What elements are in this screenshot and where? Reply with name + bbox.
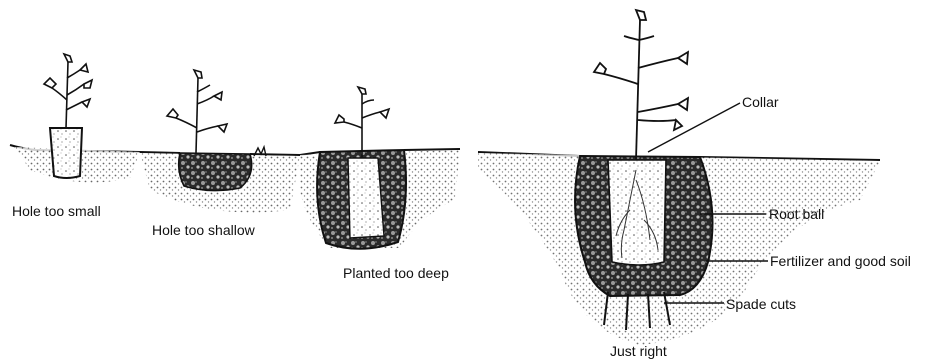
callout-collar: Collar xyxy=(742,94,779,110)
callout-fertilizer: Fertilizer and good soil xyxy=(770,253,911,269)
root-ball xyxy=(50,128,82,178)
caption-hole-too-shallow: Hole too shallow xyxy=(152,222,255,238)
callout-spade-cuts: Spade cuts xyxy=(726,296,796,312)
seedling xyxy=(167,70,227,153)
seedling xyxy=(44,54,92,128)
collar-leader xyxy=(648,103,740,152)
root-ball xyxy=(179,153,252,191)
panel-hole-too-small xyxy=(10,54,140,183)
root-ball xyxy=(348,158,384,238)
panel-just-right xyxy=(478,10,880,345)
seedling xyxy=(335,87,389,158)
callout-root-ball: Root ball xyxy=(769,206,824,222)
root-ball xyxy=(608,160,666,265)
panel-hole-too-shallow xyxy=(140,70,300,213)
panel-planted-too-deep xyxy=(300,87,460,249)
caption-just-right: Just right xyxy=(610,343,667,359)
caption-planted-too-deep: Planted too deep xyxy=(343,265,449,281)
caption-hole-too-small: Hole too small xyxy=(12,203,101,219)
